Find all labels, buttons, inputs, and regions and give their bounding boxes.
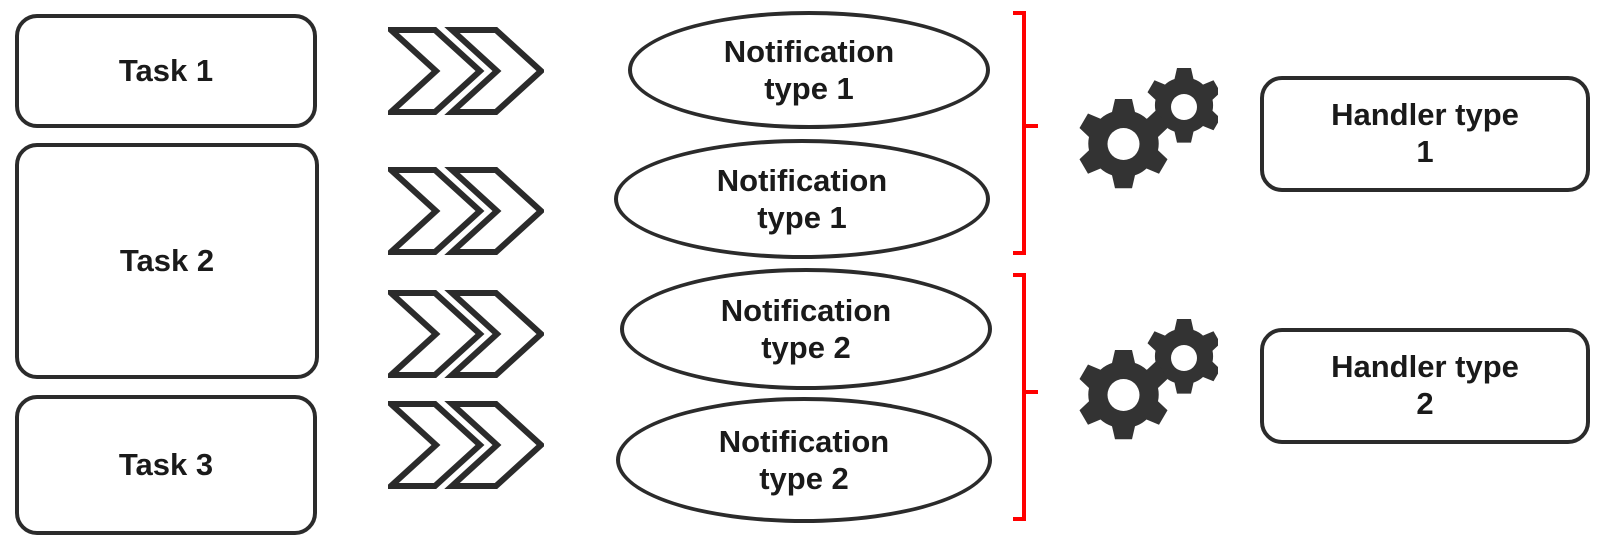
task-box-3[interactable]: Task 3 — [15, 395, 317, 535]
handler-box-2[interactable]: Handler type 2 — [1260, 328, 1590, 444]
notification-ellipse-1[interactable]: Notification type 1 — [628, 11, 990, 129]
group-bracket-1 — [1006, 6, 1046, 260]
task-box-3-label: Task 3 — [118, 446, 214, 482]
handler-box-2-label: Handler type 2 — [1331, 349, 1519, 421]
notification-ellipse-3[interactable]: Notification type 2 — [620, 268, 992, 390]
gears-icon — [1073, 62, 1221, 192]
double-chevron-right-icon — [383, 26, 546, 116]
double-chevron-right-icon — [383, 166, 546, 256]
task-box-2[interactable]: Task 2 — [15, 143, 319, 379]
task-box-1-label: Task 1 — [118, 52, 214, 88]
group-bracket-2 — [1006, 268, 1046, 526]
task-box-2-label: Task 2 — [119, 242, 215, 278]
notification-ellipse-1-label: Notification type 1 — [723, 33, 895, 106]
notification-ellipse-2[interactable]: Notification type 1 — [614, 139, 990, 259]
handler-box-1-label: Handler type 1 — [1331, 97, 1519, 169]
double-chevron-right-icon — [383, 289, 546, 379]
notification-ellipse-3-label: Notification type 2 — [720, 292, 892, 365]
notification-ellipse-2-label: Notification type 1 — [716, 162, 888, 235]
gears-icon — [1073, 313, 1221, 443]
notification-ellipse-4-label: Notification type 2 — [718, 423, 890, 496]
handler-box-1[interactable]: Handler type 1 — [1260, 76, 1590, 192]
notification-ellipse-4[interactable]: Notification type 2 — [616, 397, 992, 523]
task-box-1[interactable]: Task 1 — [15, 14, 317, 128]
double-chevron-right-icon — [383, 400, 546, 492]
